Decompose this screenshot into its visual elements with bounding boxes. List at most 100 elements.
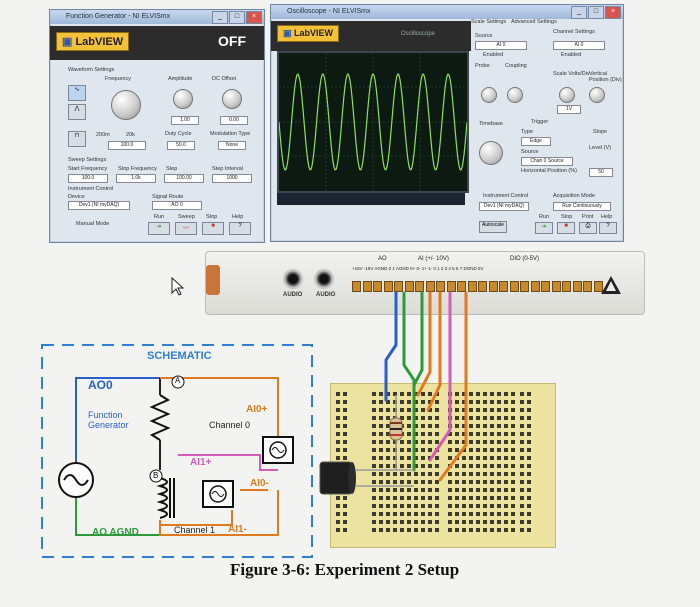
screw-terminal[interactable] — [383, 281, 393, 292]
help-button[interactable]: ? — [229, 222, 251, 235]
screw-terminal[interactable] — [352, 281, 361, 292]
breadboard-hole — [527, 392, 531, 396]
timebase-knob[interactable] — [479, 141, 503, 165]
breadboard-hole — [490, 408, 494, 412]
screw-terminal[interactable] — [362, 281, 372, 292]
breadboard-hole — [497, 416, 501, 420]
stop-frequency-field[interactable]: 1.0k — [116, 174, 156, 183]
breadboard-hole — [428, 400, 432, 404]
sweep-button[interactable]: 〰 — [175, 222, 197, 235]
tab-scale-settings[interactable]: Scale Settings — [471, 19, 507, 25]
screw-terminal[interactable] — [373, 281, 382, 292]
breadboard-hole — [504, 392, 508, 396]
breadboard-hole — [393, 528, 397, 532]
acquisition-mode-select[interactable]: Run Continuously — [553, 202, 611, 211]
audio-out-jack[interactable] — [314, 269, 334, 289]
breadboard-hole — [504, 440, 508, 444]
frequency-value[interactable]: 100.0 — [108, 141, 146, 150]
screw-terminal[interactable] — [394, 281, 403, 292]
stop-button[interactable]: ■ — [202, 222, 224, 235]
close-button[interactable]: × — [605, 6, 621, 19]
amplitude-value[interactable]: 1.00 — [171, 116, 199, 125]
screw-terminal[interactable] — [583, 281, 592, 292]
minimize-button[interactable]: _ — [571, 6, 587, 19]
screw-terminal[interactable] — [530, 281, 540, 292]
scale-knob-2[interactable] — [559, 87, 575, 103]
run-button[interactable]: ➔ — [535, 222, 553, 234]
ai1-minus-label: AI1- — [228, 524, 247, 535]
screw-terminal[interactable] — [488, 281, 498, 292]
screw-terminal[interactable] — [436, 281, 445, 292]
breadboard-hole — [483, 496, 487, 500]
screw-terminal[interactable] — [457, 281, 466, 292]
signal-route-select[interactable]: AO 0 — [152, 201, 202, 210]
screw-terminal[interactable] — [509, 281, 519, 292]
maximize-button[interactable]: □ — [588, 6, 604, 19]
modulation-select[interactable]: None — [218, 141, 246, 150]
screw-terminal[interactable] — [541, 281, 550, 292]
stop-button[interactable]: ■ — [557, 222, 575, 234]
breadboard-hole — [455, 464, 459, 468]
duty-cycle-value[interactable]: 50.0 — [167, 141, 195, 150]
amplitude-knob[interactable] — [173, 89, 193, 109]
screw-terminal[interactable] — [520, 281, 529, 292]
screw-terminal[interactable] — [478, 281, 487, 292]
triangle-wave-button[interactable]: ⋀ — [68, 104, 86, 120]
screw-terminal[interactable] — [404, 281, 414, 292]
trigger-source-select[interactable]: Chan 0 Source — [521, 157, 573, 166]
enabled-checkbox-2[interactable]: Enabled — [561, 52, 582, 58]
run-button[interactable]: ➔ — [148, 222, 170, 235]
breadboard-hole — [469, 480, 473, 484]
screw-terminal[interactable] — [446, 281, 456, 292]
breadboard-hole — [343, 504, 347, 508]
breadboard-hole — [372, 480, 376, 484]
breadboard-hole — [414, 408, 418, 412]
breadboard-hole — [504, 456, 508, 460]
position-knob[interactable] — [507, 87, 523, 103]
breadboard-hole — [336, 392, 340, 396]
start-frequency-field[interactable]: 100.0 — [68, 174, 108, 183]
trigger-type-select[interactable]: Edge — [521, 137, 551, 146]
scale-value[interactable]: 1V — [557, 105, 581, 114]
square-wave-button[interactable]: ⊓ — [68, 131, 86, 147]
screw-terminal[interactable] — [499, 281, 508, 292]
source-select-2[interactable]: AI 0 — [553, 41, 605, 50]
dc-offset-value[interactable]: 0.00 — [220, 116, 248, 125]
enabled-checkbox[interactable]: Enabled — [483, 52, 504, 58]
step-interval-field[interactable]: 1000 — [212, 174, 252, 183]
screw-terminal[interactable] — [562, 281, 571, 292]
breadboard-hole — [448, 496, 452, 500]
breadboard-hole — [379, 456, 383, 460]
manual-mode-label: Manual Mode — [76, 221, 110, 227]
device-select[interactable]: Dev1 (NI myDAQ) — [68, 201, 130, 210]
frequency-knob[interactable] — [111, 90, 141, 120]
autoscale-button[interactable]: Autoscale — [479, 221, 507, 233]
dc-offset-knob[interactable] — [222, 89, 242, 109]
tab-advanced-settings[interactable]: Advanced Settings — [511, 19, 557, 25]
help-button[interactable]: ? — [599, 222, 617, 234]
maximize-button[interactable]: □ — [229, 11, 245, 24]
dc-offset-label: DC Offset — [212, 76, 237, 82]
scale-knob[interactable] — [481, 87, 497, 103]
screw-terminal[interactable] — [467, 281, 477, 292]
device-select[interactable]: Dev1 (NI myDAQ) — [479, 202, 529, 211]
step-field[interactable]: 100.00 — [164, 174, 204, 183]
source-select[interactable]: AI 0 — [475, 41, 527, 50]
horizontal-position-field[interactable]: 50 — [589, 168, 613, 177]
vertical-position-label: Vertical Position (Div) — [589, 71, 622, 83]
breadboard-hole — [490, 448, 494, 452]
screw-terminal[interactable] — [572, 281, 582, 292]
sine-wave-button[interactable]: ∿ — [68, 85, 86, 101]
screw-terminal[interactable] — [415, 281, 424, 292]
position-knob-2[interactable] — [589, 87, 605, 103]
breadboard-hole — [469, 472, 473, 476]
breadboard-hole — [414, 416, 418, 420]
breadboard-hole — [400, 392, 404, 396]
breadboard-hole — [386, 496, 390, 500]
screw-terminal[interactable] — [551, 281, 561, 292]
close-button[interactable]: × — [246, 11, 262, 24]
screw-terminal[interactable] — [593, 281, 603, 292]
print-button[interactable]: ⎙ — [579, 222, 597, 234]
audio-in-jack[interactable] — [283, 269, 303, 289]
minimize-button[interactable]: _ — [212, 11, 228, 24]
